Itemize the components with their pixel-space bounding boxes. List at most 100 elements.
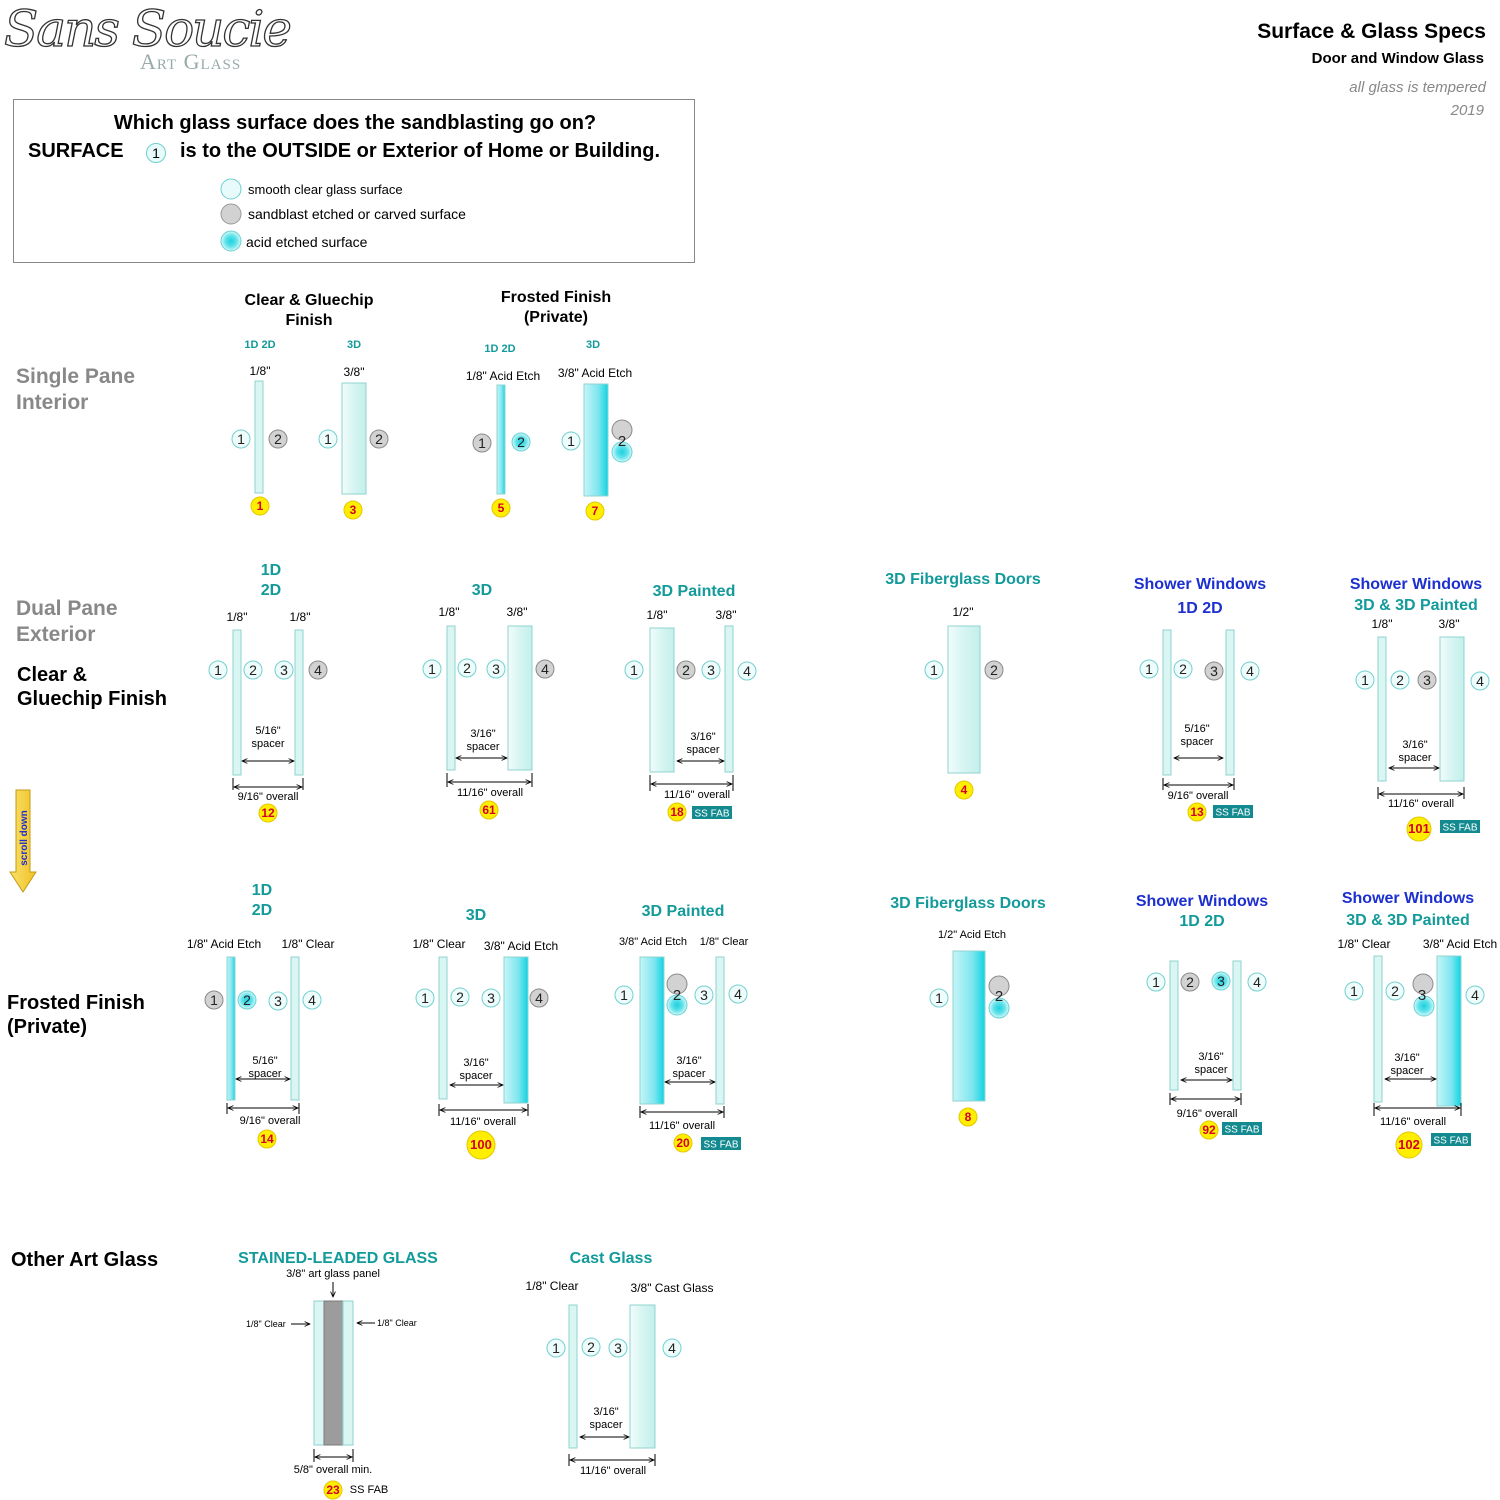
part-code-badge bbox=[1199, 1120, 1219, 1140]
part-code: 7 bbox=[592, 504, 599, 518]
dual-frosted-1d2d-title: 1D 2D bbox=[252, 881, 272, 921]
dual-frosted-shower-1d2d-title: Shower Windows 1D 2D bbox=[1136, 892, 1268, 932]
glass-pane bbox=[507, 625, 533, 771]
surface-marker bbox=[624, 660, 644, 680]
part-code: 61 bbox=[482, 803, 496, 817]
thickness-label: 1/8" Acid Etch bbox=[465, 369, 541, 383]
ss-fab-label: SS FAB bbox=[1224, 1125, 1259, 1136]
thickness-label: 3/8" Acid Etch bbox=[618, 936, 688, 948]
glass-pane bbox=[342, 1300, 354, 1446]
part-code: 101 bbox=[1408, 821, 1430, 836]
logo-script: Sans Soucie bbox=[3, 0, 292, 59]
part-code-badge bbox=[667, 802, 687, 822]
surface-number: 3 bbox=[1210, 663, 1218, 679]
surface-number: 4 bbox=[1253, 974, 1261, 990]
overall-label: 11/16" overall bbox=[649, 1120, 715, 1132]
spacer-label: 3/16"spacer bbox=[589, 1406, 622, 1432]
surface-marker bbox=[1211, 971, 1231, 991]
thickness-label: 1/8" Clear bbox=[699, 936, 749, 948]
surface-number: 3 bbox=[274, 993, 282, 1009]
spacer-word: spacer bbox=[1390, 1065, 1423, 1077]
acid-surface-swatch bbox=[220, 230, 242, 252]
surface-marker bbox=[1204, 661, 1224, 681]
surface-number: 1 bbox=[630, 662, 638, 678]
spacer-size: 5/16" bbox=[252, 1055, 277, 1067]
surface-marker bbox=[486, 659, 506, 679]
thickness-label: 1/8" Clear bbox=[1337, 937, 1391, 951]
thickness-label: 3/8" Acid Etch bbox=[1422, 937, 1498, 951]
part-code: 92 bbox=[1202, 1123, 1216, 1137]
spacer-size: 3/16" bbox=[593, 1406, 619, 1418]
surface-number: 3 bbox=[700, 987, 708, 1003]
surface-marker bbox=[929, 988, 949, 1008]
surface-number: 1 bbox=[1152, 974, 1160, 990]
stained-leaded-title: STAINED-LEADED GLASS bbox=[238, 1250, 438, 1267]
glass-pane bbox=[952, 950, 986, 1102]
part-code: 1 bbox=[257, 499, 264, 513]
surface-number: 4 bbox=[1471, 987, 1479, 1003]
title-line: Shower Windows bbox=[1135, 893, 1269, 910]
surface-marker bbox=[546, 1338, 566, 1358]
surface-number: 1 bbox=[1145, 661, 1153, 677]
surface-marker bbox=[608, 1338, 628, 1358]
overall-label: 9/16" overall bbox=[238, 791, 299, 803]
surface-marker bbox=[535, 659, 555, 679]
surface-number: 1 bbox=[421, 990, 429, 1006]
clear-gluechip-section-label: Clear & Gluechip Finish bbox=[17, 663, 167, 711]
surface-marker bbox=[511, 432, 531, 452]
spacer-word: spacer bbox=[251, 738, 284, 750]
surface-number: 1 bbox=[237, 431, 245, 447]
surface-marker bbox=[614, 985, 634, 1005]
surface-marker bbox=[737, 661, 757, 681]
surface-marker bbox=[728, 984, 748, 1004]
part-code: 100 bbox=[470, 1137, 492, 1152]
spacer-word: spacer bbox=[459, 1070, 492, 1082]
surface-marker bbox=[1344, 981, 1364, 1001]
thickness-label: 1/2" Acid Etch bbox=[937, 929, 1007, 941]
surface-marker bbox=[1390, 670, 1410, 690]
surface-number: 2 bbox=[587, 1339, 595, 1355]
thickness-label: 3/8" bbox=[506, 605, 528, 619]
surface-number: 2 bbox=[249, 662, 257, 678]
thickness-label: 1/8" bbox=[226, 610, 248, 624]
surface-marker bbox=[611, 419, 633, 441]
glass-pane bbox=[568, 1304, 578, 1449]
dual-clear-shower-1d2d-title: Shower Windows 1D 2D bbox=[1134, 573, 1266, 621]
ss-fab-label: SS FAB bbox=[349, 1484, 389, 1496]
spacer-size: 3/16" bbox=[690, 731, 715, 743]
question-heading: Which glass surface does the sandblastin… bbox=[113, 112, 597, 134]
surface-1-circle: 1 bbox=[146, 143, 166, 163]
glass-pane bbox=[290, 956, 300, 1101]
surface-marker bbox=[472, 433, 492, 453]
dual-frosted-fiberglass-title: 3D Fiberglass Doors bbox=[890, 895, 1046, 912]
surface-number: 1 bbox=[935, 990, 943, 1006]
scroll-down-arrow[interactable]: scroll down bbox=[8, 788, 38, 894]
surface-number: 4 bbox=[308, 992, 316, 1008]
part-code: 12 bbox=[261, 806, 275, 820]
glass-pane bbox=[1436, 955, 1462, 1107]
part-code-badge bbox=[258, 803, 278, 823]
surface-number: 2 bbox=[1186, 974, 1194, 990]
glass-pane bbox=[1162, 629, 1172, 776]
surface-marker bbox=[457, 658, 477, 678]
spacer-word: spacer bbox=[672, 1068, 705, 1080]
part-code-badge bbox=[491, 498, 511, 518]
surface-number: 2 bbox=[517, 434, 525, 450]
surface-number: 1 bbox=[620, 987, 628, 1003]
part-code-badge bbox=[343, 500, 363, 520]
glass-pane bbox=[1232, 960, 1242, 1091]
surface-marker bbox=[662, 1338, 682, 1358]
glass-pane bbox=[629, 1304, 656, 1449]
part-code: 3 bbox=[350, 503, 357, 517]
surface-marker bbox=[1412, 973, 1434, 995]
spacer-word: spacer bbox=[466, 741, 499, 753]
glass-pane bbox=[715, 956, 725, 1105]
panes-layer bbox=[226, 380, 1465, 1449]
surface-marker bbox=[924, 660, 944, 680]
surface-number: 1 bbox=[478, 435, 486, 451]
spacer-word: spacer bbox=[1180, 736, 1213, 748]
glass-pane bbox=[649, 627, 675, 773]
surface-marker bbox=[1146, 972, 1166, 992]
surface-marker bbox=[988, 975, 1010, 997]
